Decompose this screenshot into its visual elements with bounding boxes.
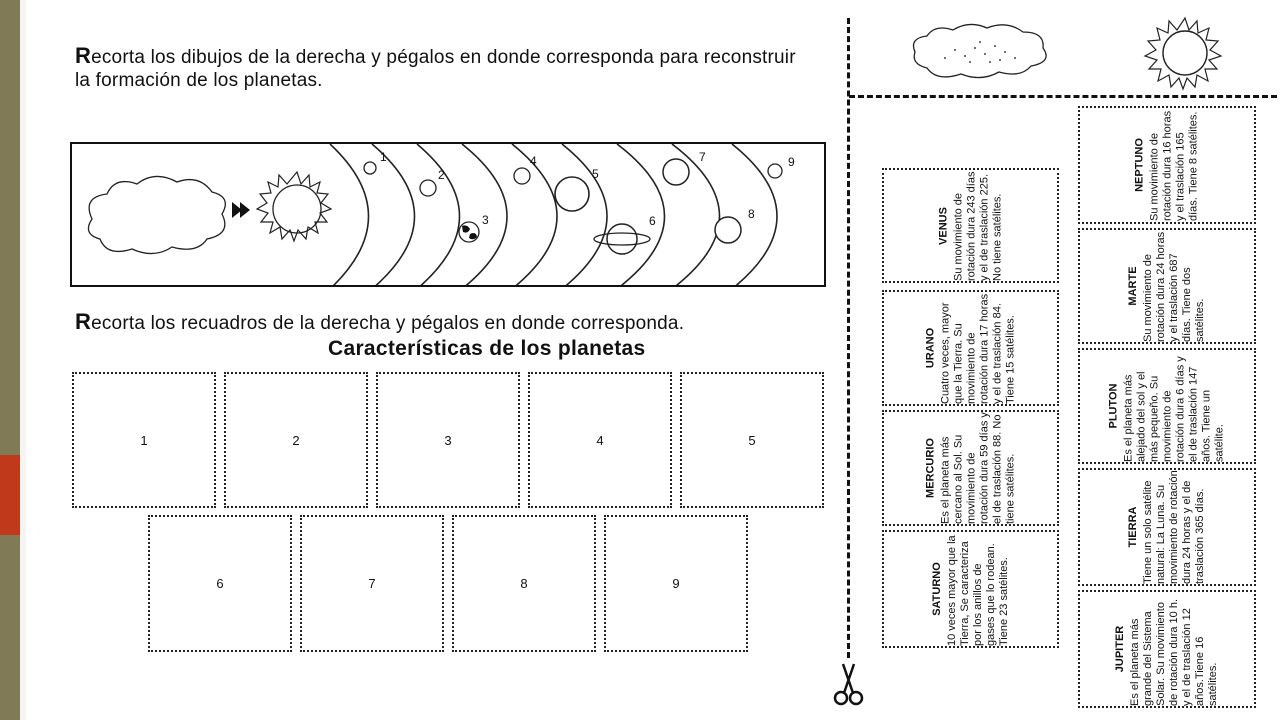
paste-box-8: 8 xyxy=(452,515,596,652)
planet-1 xyxy=(363,161,377,175)
slide-side-accent xyxy=(0,455,20,535)
paste-box-1: 1 xyxy=(72,372,216,508)
cutout-sun-drawing xyxy=(1143,16,1223,91)
slide-side-gap xyxy=(20,0,26,720)
solar-system-drawing: 1 2 3 4 5 6 7 8 9 xyxy=(87,144,795,285)
card-text: Es el planeta más cercano al Sol. Su mov… xyxy=(939,412,1016,524)
instruction-drawings: Recorta los dibujos de la derecha y péga… xyxy=(75,43,796,91)
card-name: TIERRA xyxy=(1127,506,1139,548)
card-name: MERCURIO xyxy=(924,438,936,498)
sun-drawing xyxy=(255,170,333,243)
orbit-number: 5 xyxy=(592,167,599,181)
nebula-cloud xyxy=(87,175,226,255)
card-text: Tiene un solo satélite natural: La Luna.… xyxy=(1142,470,1206,584)
card-name: MARTE xyxy=(1127,266,1139,306)
paste-box-2: 2 xyxy=(224,372,368,508)
planet-8 xyxy=(714,216,742,244)
orbit-number: 9 xyxy=(788,155,795,169)
card-name: VENUS xyxy=(937,206,949,245)
paste-box-3: 3 xyxy=(376,372,520,508)
orbit-number: 3 xyxy=(482,213,489,227)
card-text: Es el planeta más grande del Sistema Sol… xyxy=(1129,598,1219,706)
orbit-number: 1 xyxy=(380,150,387,164)
card-text: Su movimiento de rotación dura 24 horas … xyxy=(1142,231,1206,342)
orbit-number: 7 xyxy=(699,150,706,164)
scissors-icon xyxy=(833,663,864,706)
paste-box-4: 4 xyxy=(528,372,672,508)
orbit-lines xyxy=(329,144,778,285)
card-name: JUPITER xyxy=(1114,625,1126,673)
paste-box-7: 7 xyxy=(300,515,444,652)
paste-box-9: 9 xyxy=(604,515,748,652)
paste-box-6: 6 xyxy=(148,515,292,652)
planet-5 xyxy=(554,176,590,212)
arrow-icon xyxy=(240,202,250,218)
slide-side-bar xyxy=(0,0,20,720)
card-text: Su movimiento de rotación dura 16 horas … xyxy=(1148,110,1200,221)
card-name: SATURNO xyxy=(930,562,943,616)
paste-box-5: 5 xyxy=(680,372,824,508)
card-name: URANO xyxy=(924,327,936,369)
orbit-number: 2 xyxy=(438,168,445,182)
planet-9 xyxy=(767,163,783,179)
cutout-cloud-drawing xyxy=(912,23,1047,79)
cut-line-vertical xyxy=(847,18,850,658)
planet-3-earth xyxy=(458,221,480,243)
planet-6-saturn xyxy=(593,223,651,255)
solar-system-diagram: 1 2 3 4 5 6 7 8 9 xyxy=(70,142,826,287)
planet-2 xyxy=(419,179,437,197)
card-text: Su movimiento de rotación dura 243 días … xyxy=(952,171,1003,281)
orbit-number: 6 xyxy=(649,214,656,228)
card-text: Es el planeta más alejado del sol y el m… xyxy=(1122,356,1226,462)
orbit-number: 8 xyxy=(748,207,755,221)
cut-line-horizontal xyxy=(849,95,1277,98)
planet-7 xyxy=(662,158,690,186)
arrow-icon xyxy=(232,202,242,218)
planet-4 xyxy=(513,167,531,185)
card-text: Cuatro veces, mayor que la Tierra. Su mo… xyxy=(939,293,1016,404)
instruction-boxes: Recorta los recuadros de la derecha y pé… xyxy=(75,309,685,334)
characteristics-title: Características de los planetas xyxy=(328,337,646,360)
card-name: NEPTUNO xyxy=(1133,138,1146,192)
card-name: PLUTON xyxy=(1107,383,1120,429)
orbit-number: 4 xyxy=(530,154,537,168)
card-text: 10 veces mayor que la Tierra, Se caracte… xyxy=(945,535,1010,646)
